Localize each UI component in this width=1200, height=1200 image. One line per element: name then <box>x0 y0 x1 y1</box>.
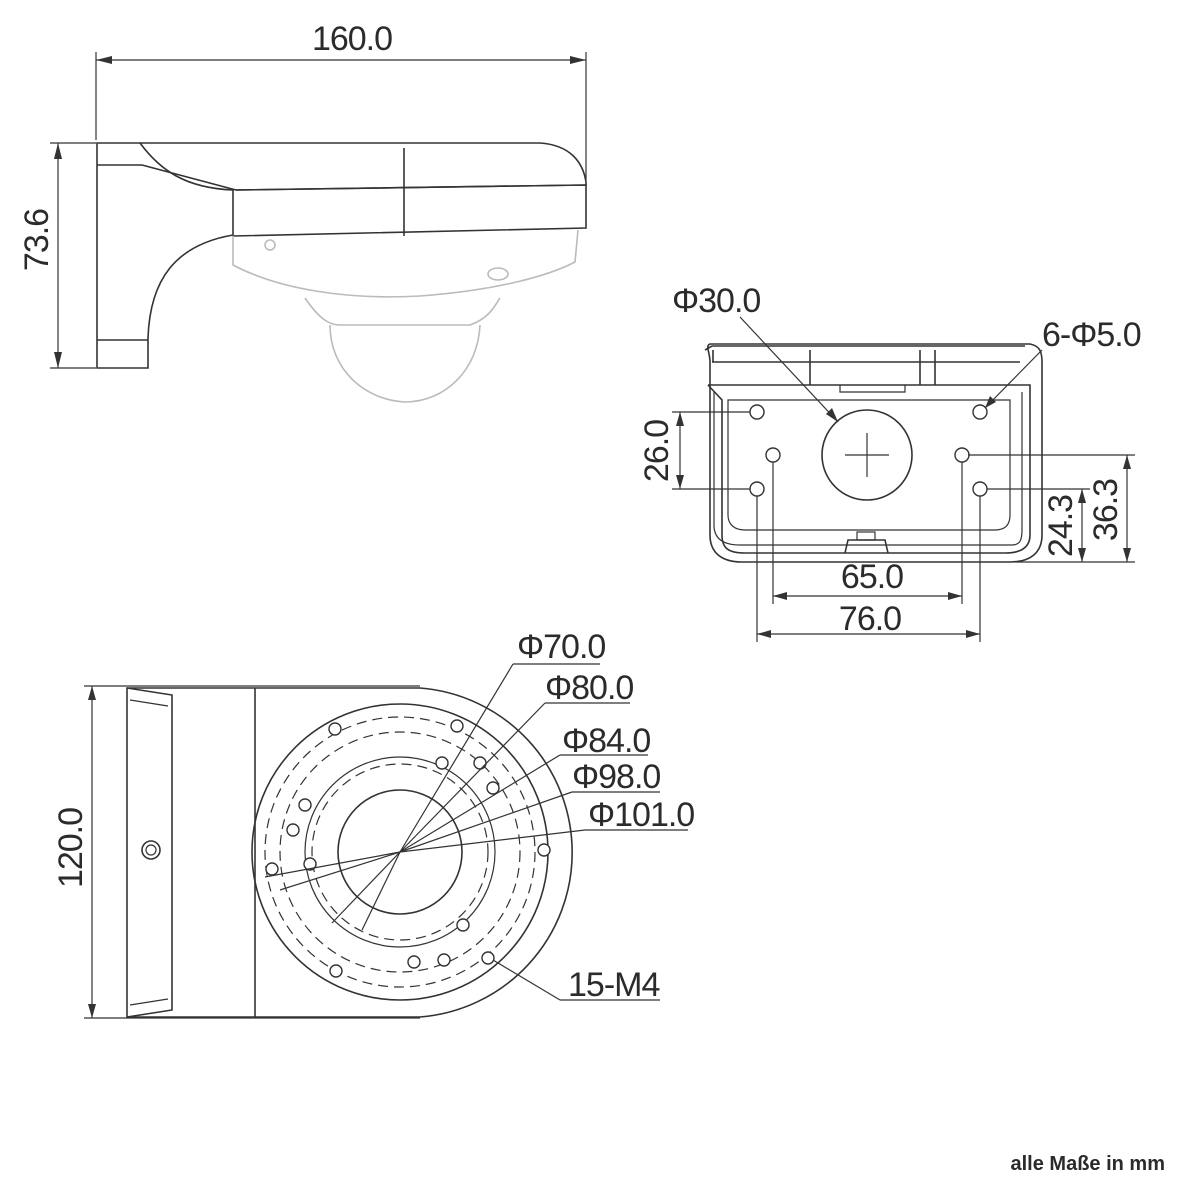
m4-hole <box>486 781 500 795</box>
screw-hole <box>972 481 988 497</box>
diameter-101-label: Φ101.0 <box>588 796 694 834</box>
screw-hole <box>765 447 781 463</box>
camera-dome-outline <box>232 229 579 403</box>
inner-width-label: 65.0 <box>841 558 903 596</box>
height-small-label: 24.3 <box>1042 495 1080 557</box>
m4-hole <box>437 953 451 967</box>
m4-hole <box>473 756 487 770</box>
m4-hole <box>456 918 470 932</box>
height-large-label: 36.3 <box>1087 479 1125 541</box>
m4-holes <box>265 719 551 978</box>
m4-hole <box>435 756 449 770</box>
wall-screw-hole <box>141 840 161 860</box>
m4-hole <box>450 719 464 733</box>
width-dimension-label: 160.0 <box>312 20 392 58</box>
mount-plate-outline <box>707 343 1043 563</box>
diameter-80-label: Φ80.0 <box>545 669 633 707</box>
cable-hole-30 <box>821 409 913 501</box>
center-opening <box>337 789 463 915</box>
thread-label: 15-M4 <box>568 966 659 1004</box>
screw-holes-label: 6-Φ5.0 <box>1042 316 1141 354</box>
m4-hole <box>328 722 342 736</box>
back-view: Φ30.0 6-Φ5.0 26.0 24.3 36.3 65.0 76.0 <box>638 282 1142 642</box>
m4-hole <box>481 951 495 965</box>
vertical-spacing-label: 26.0 <box>638 420 676 482</box>
m4-hole <box>329 964 343 978</box>
screw-holes <box>749 404 988 497</box>
side-view: 160.0 73.6 <box>18 20 587 403</box>
m4-hole <box>537 843 551 857</box>
screw-hole <box>972 404 988 420</box>
screw-hole <box>954 447 970 463</box>
diameter-98-label: Φ98.0 <box>572 758 660 796</box>
m4-hole <box>303 857 317 871</box>
m4-hole <box>407 955 421 969</box>
m4-hole <box>298 798 312 812</box>
units-note: alle Maße in mm <box>1011 1153 1166 1175</box>
height-dimension-label: 73.6 <box>18 209 56 271</box>
m4-hole <box>286 823 300 837</box>
bracket-arm-outline <box>96 142 234 369</box>
diameter-70-label: Φ70.0 <box>517 628 605 666</box>
screw-hole <box>749 404 765 420</box>
depth-dimension-label: 120.0 <box>52 808 90 888</box>
m4-hole <box>265 862 279 876</box>
screw-hole <box>749 481 765 497</box>
outer-width-label: 76.0 <box>839 600 901 638</box>
diameter-84-label: Φ84.0 <box>562 722 650 760</box>
center-hole-label: Φ30.0 <box>672 282 760 320</box>
top-view: 120.0 <box>52 628 695 1019</box>
